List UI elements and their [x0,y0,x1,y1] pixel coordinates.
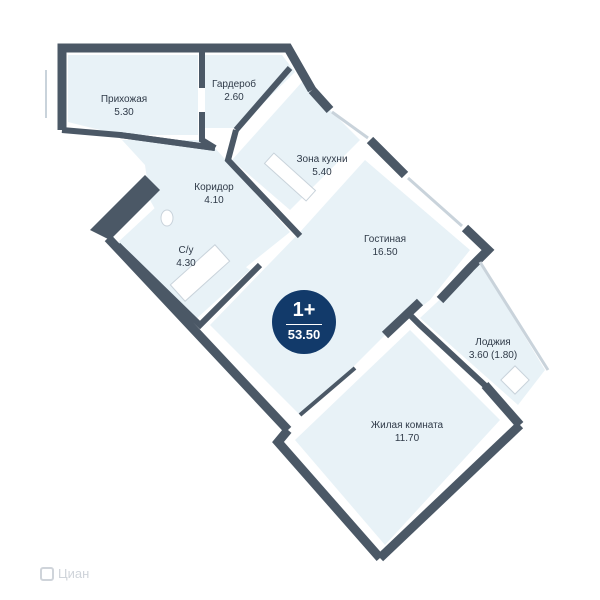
kitchen-counter [263,152,317,202]
room-area: 3.60 (1.80) [468,350,518,361]
floor-living [210,160,470,415]
wall-left-long [104,234,292,434]
room-area: 5.40 [312,167,332,178]
wall-living-right [436,224,495,304]
wall-bottom-left [272,427,384,561]
wall-top-left [57,43,316,130]
room-label-bedroom: Жилая комната 11.70 [371,419,443,445]
total-area: 53.50 [287,327,321,342]
window-loggia [478,261,550,371]
room-area: 4.30 [176,258,196,269]
wall-bottom-right [376,421,524,562]
room-area: 2.60 [224,92,244,103]
room-name: Гостиная [364,234,406,245]
watermark: Циан [40,566,89,581]
floor-bathroom [115,205,250,320]
wall-top-right [308,86,334,114]
room-area: 4.10 [204,195,224,206]
watermark-logo-icon [40,566,54,581]
room-label-corridor: Коридор 4.10 [194,181,234,207]
room-area: 5.30 [114,107,134,118]
room-name: С/у [178,245,194,256]
apartment-badge: 1+ 53.50 [272,290,336,354]
floor-bedroom [295,330,500,545]
room-name: Прихожая [100,94,148,105]
wall-wardrobe-diag [233,66,293,132]
watermark-text: Циан [58,566,90,581]
window-living [407,176,463,228]
floor-wardrobe [205,55,295,128]
room-area: 11.70 [394,433,420,444]
room-name: Зона кухни [296,154,348,165]
floor-hallway [68,55,198,135]
room-label-hallway: Прихожая 5.30 [101,93,147,119]
window-kitchen [331,110,369,140]
loggia-cabinet [500,365,530,395]
room-label-loggia: Лоджия 3.60 (1.80) [469,336,517,362]
wall-loggia-inner [407,312,493,393]
room-name: Лоджия [475,337,511,348]
room-label-bathroom: С/у 4.30 [176,244,195,270]
floor-corridor [122,140,290,300]
bathtub [169,244,231,302]
toilet [160,209,174,227]
room-count: 1+ [292,299,316,321]
wall-right-bedroom [481,382,524,428]
room-label-living: Гостиная 16.50 [364,233,406,259]
room-name: Жилая комната [370,420,444,431]
wall-bedroom-divider [298,366,357,417]
floor-kitchen [232,82,360,210]
room-label-kitchen: Зона кухни 5.40 [296,153,347,179]
wall-kitchen-inner [224,129,303,239]
wall-bathroom-right [115,242,263,330]
room-name: Гардероб [212,79,256,90]
room-label-wardrobe: Гардероб 2.60 [212,78,256,104]
badge-divider [286,324,322,325]
wall-bathroom-block [90,175,160,240]
wall-corridor-left [119,132,216,151]
wall-bedroom-living [381,298,424,339]
room-name: Коридор [194,182,234,193]
room-area: 16.50 [372,247,398,258]
wall-kitchen-right [366,136,409,179]
